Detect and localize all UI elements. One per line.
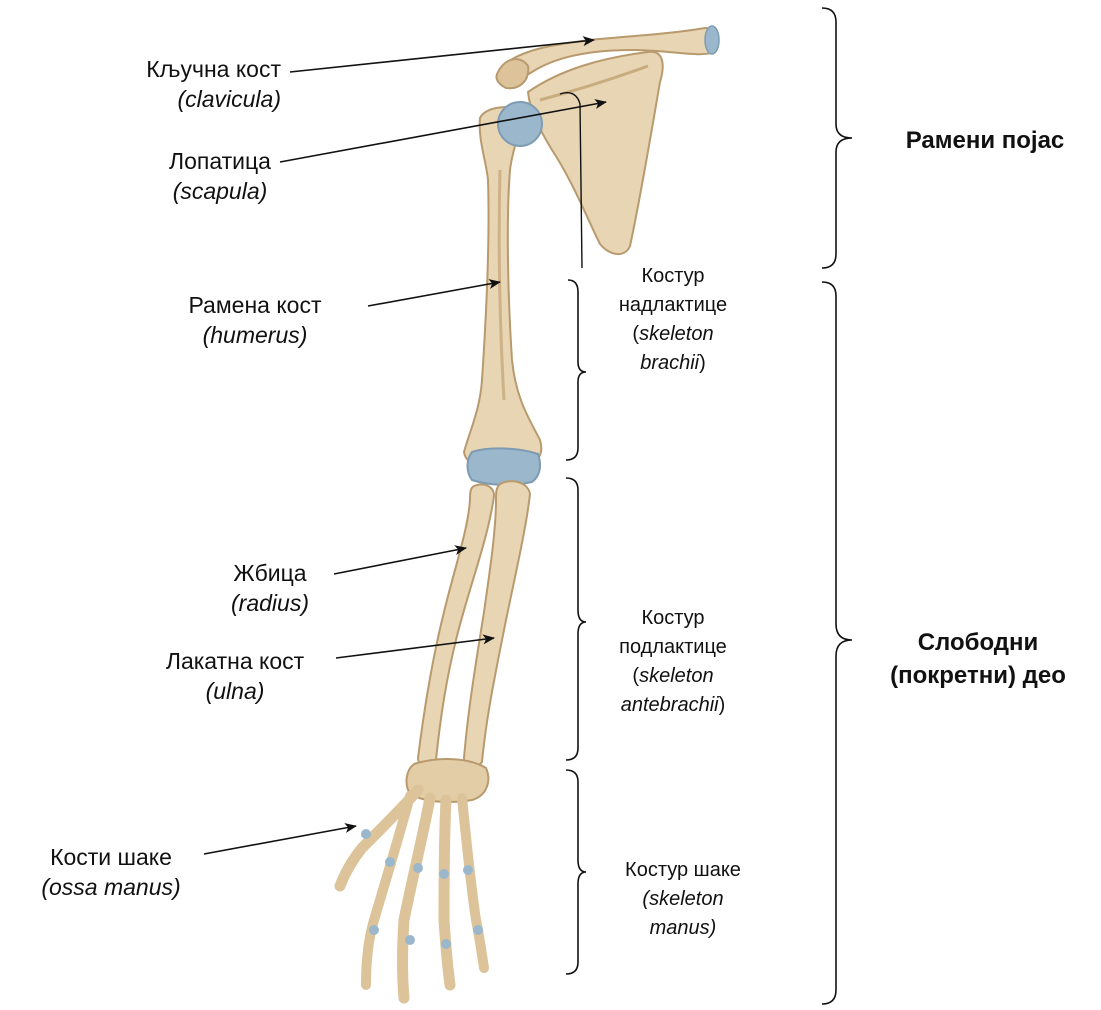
forearm-line1: Костур bbox=[588, 604, 758, 633]
hand-section-label: Костур шаке (skeleton manus) bbox=[588, 856, 778, 943]
radius-pointer bbox=[334, 548, 466, 574]
elbow-joint bbox=[468, 448, 541, 484]
scapula-name: Лопатица bbox=[140, 146, 300, 176]
humerus-name: Рамена кост bbox=[150, 290, 360, 320]
hand-latin: (ossa manus) bbox=[6, 872, 216, 902]
scapula-label: Лопатица (scapula) bbox=[140, 146, 300, 206]
forearm-latin-b: antebrachii bbox=[621, 694, 719, 716]
scapula-latin: (scapula) bbox=[140, 176, 300, 206]
scapula-bone bbox=[528, 52, 663, 254]
ulna-label: Лакатна кост (ulna) bbox=[130, 646, 340, 706]
forearm-section-label: Костур подлактице (skeleton antebrachii) bbox=[588, 604, 758, 720]
hand-brace bbox=[566, 770, 586, 974]
upper-arm-latin-b: brachii bbox=[640, 352, 699, 374]
upper-arm-line1: Костур bbox=[588, 262, 758, 291]
shoulder-girdle-text: Рамени појас bbox=[870, 124, 1100, 157]
hand-section-line1: Костур шаке bbox=[588, 856, 778, 885]
hand-name: Кости шаке bbox=[6, 842, 216, 872]
free-part-label: Слободни (покретни) део bbox=[858, 626, 1098, 692]
hand-section-latin-b: manus) bbox=[588, 914, 778, 943]
ulna-pointer bbox=[336, 638, 494, 658]
radius-label: Жбица (radius) bbox=[210, 558, 330, 618]
forearm-line2: подлактице bbox=[588, 633, 758, 662]
humerus-label: Рамена кост (humerus) bbox=[150, 290, 360, 350]
radius-latin: (radius) bbox=[210, 588, 330, 618]
upper-arm-line2: надлактице bbox=[588, 291, 758, 320]
free-part-line2: (покретни) део bbox=[858, 659, 1098, 692]
upper-arm-brace bbox=[566, 280, 586, 460]
humerus-pointer bbox=[368, 282, 500, 306]
forearm-brace bbox=[566, 478, 586, 760]
ulna-name: Лакатна кост bbox=[130, 646, 340, 676]
hand-bones bbox=[340, 759, 488, 998]
forearm-latin-a: skeleton bbox=[639, 665, 714, 687]
hand-pointer bbox=[204, 826, 356, 854]
clavicle-name: Кључна кост bbox=[146, 54, 281, 84]
clavicle-label: Кључна кост (clavicula) bbox=[146, 54, 281, 114]
upper-arm-paren-close: ) bbox=[699, 352, 706, 374]
free-part-line1: Слободни bbox=[858, 626, 1098, 659]
radius-name: Жбица bbox=[210, 558, 330, 588]
hand-section-latin-a: (skeleton bbox=[588, 885, 778, 914]
humerus-latin: (humerus) bbox=[150, 320, 360, 350]
hand-label: Кости шаке (ossa manus) bbox=[6, 842, 216, 902]
shoulder-girdle-label: Рамени појас bbox=[870, 124, 1100, 157]
humerus-bone bbox=[464, 102, 542, 468]
upper-arm-section-label: Костур надлактице (skeleton brachii) bbox=[588, 262, 758, 378]
ulna-latin: (ulna) bbox=[130, 676, 340, 706]
clavicle-latin: (clavicula) bbox=[146, 84, 281, 114]
upper-arm-latin-a: skeleton bbox=[639, 323, 714, 345]
free-part-brace bbox=[822, 282, 852, 1004]
forearm-paren-close: ) bbox=[719, 694, 726, 716]
shoulder-girdle-brace bbox=[822, 8, 852, 268]
